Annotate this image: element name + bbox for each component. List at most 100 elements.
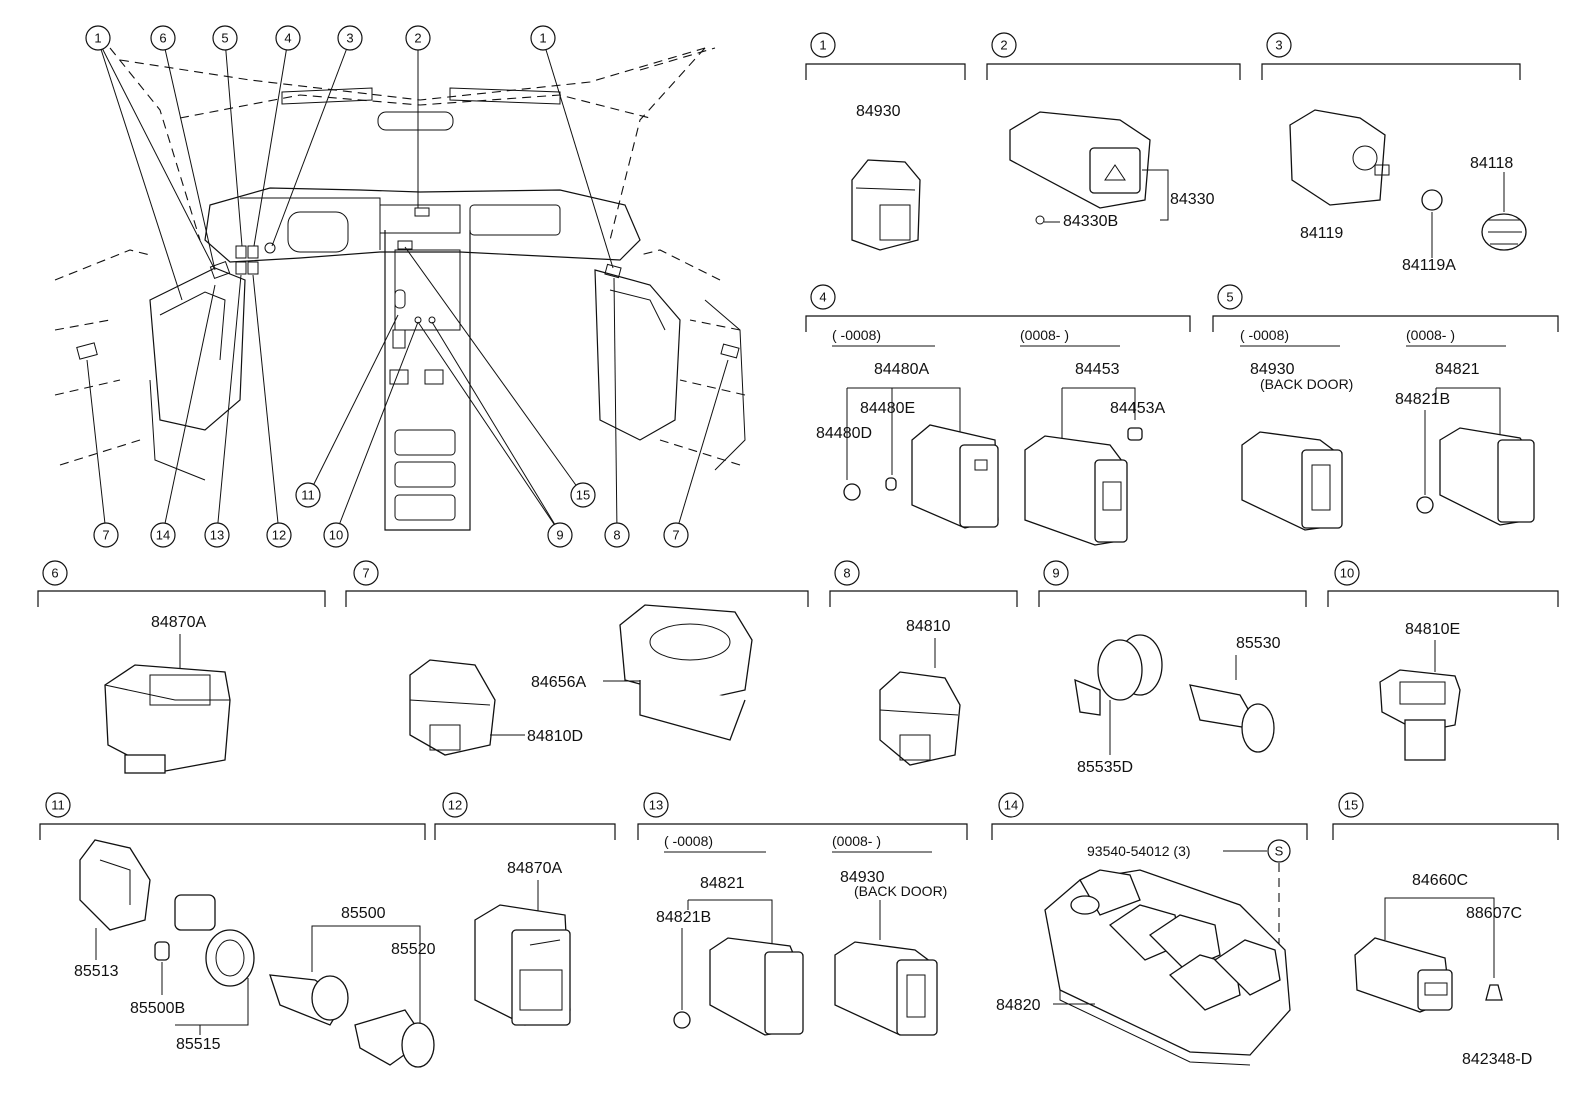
callout-label-c7b: 7 [672, 528, 679, 543]
section-1-bracket [805, 63, 966, 80]
callout-label-c15a: 15 [576, 488, 590, 503]
section-2-num: 2 [1000, 38, 1007, 53]
part-84821-s13: 84821 [700, 875, 745, 892]
section-1-circle [810, 32, 836, 58]
part-84660C: 84660C [1412, 872, 1468, 889]
section-5-num: 5 [1226, 290, 1233, 305]
section-7-num: 7 [362, 566, 369, 581]
part-84810D: 84810D [527, 728, 583, 745]
section-8-num: 8 [843, 566, 850, 581]
part-85513: 85513 [74, 963, 119, 980]
part-84453: 84453 [1075, 361, 1120, 378]
callout-circle-c13a [204, 522, 230, 548]
part-84453A: 84453A [1110, 400, 1165, 417]
callout-circle-c15a [570, 482, 596, 508]
callout-circle-c6a [150, 25, 176, 51]
section-10: 10 84810E [1327, 560, 1559, 761]
callout-label-c1a: 1 [94, 31, 101, 46]
callout-label-c3a: 3 [346, 31, 353, 46]
section-9: 9 85535D 85530 [1038, 560, 1307, 776]
section-14-num: 14 [1004, 798, 1018, 813]
callout-label-c12a: 12 [272, 528, 286, 543]
callout-circle-c8a [604, 522, 630, 548]
callout-circle-c2a [405, 25, 431, 51]
interior-overview [54, 39, 746, 534]
screw-symbol-label: S [1275, 844, 1284, 859]
section-10-num: 10 [1340, 566, 1354, 581]
callout-label-c9a: 9 [556, 528, 563, 543]
section-9-num: 9 [1052, 566, 1059, 581]
part-85530: 85530 [1236, 635, 1281, 652]
callout-label-c10a: 10 [329, 528, 343, 543]
switch-84821-s13-illustration [709, 937, 804, 1036]
mirror-switch-84870A-s12-illustration [474, 904, 571, 1026]
switch-84810-illustration [879, 671, 961, 766]
section-15-num: 15 [1344, 798, 1358, 813]
callout-label-c1b: 1 [539, 31, 546, 46]
switch-84810E-illustration [1379, 669, 1461, 761]
switch-84930-illustration [851, 159, 921, 251]
lighter-85500-illustration [269, 974, 435, 1068]
part-84480D: 84480D [816, 425, 872, 442]
section-11: 11 85513 85500B 85515 85500 85520 [39, 792, 436, 1068]
diagram-code: 842348-D [1462, 1051, 1532, 1068]
part-85520: 85520 [391, 941, 436, 958]
callout-label-c14a: 14 [156, 528, 170, 543]
callout-circle-c4a [275, 25, 301, 51]
callout-label-c13a: 13 [210, 528, 224, 543]
switch-84656A-illustration [619, 604, 753, 741]
callout-circle-c7b [663, 522, 689, 548]
callout-label-c5a: 5 [221, 31, 228, 46]
callout-label-c6a: 6 [159, 31, 166, 46]
part-85515: 85515 [176, 1036, 221, 1053]
section-13-date-left: ( -0008) [664, 833, 713, 849]
section-3-num: 3 [1275, 38, 1282, 53]
section-5: 5 ( -0008) (0008- ) 84930 (BACK DOOR) 84… [1212, 284, 1559, 531]
bulb-85500B [154, 941, 170, 961]
callout-circle-c7a [93, 522, 119, 548]
section-5-date-left: ( -0008) [1240, 327, 1289, 343]
part-84870A-s6: 84870A [151, 614, 206, 631]
section-13-date-right: (0008- ) [832, 833, 881, 849]
part-93540-54012: 93540-54012 (3) [1087, 843, 1191, 859]
switch-84119-illustration [1289, 109, 1390, 206]
callout-circle-c9a [547, 522, 573, 548]
socket-85530-illustration [1189, 684, 1275, 753]
part-84930-s5: 84930 [1250, 361, 1295, 378]
part-85500: 85500 [341, 905, 386, 922]
section-7: 7 84810D 84656A [345, 560, 809, 756]
switch-84453-illustration [1024, 435, 1128, 546]
callout-label-c4a: 4 [284, 31, 291, 46]
section-12: 12 84870A [434, 792, 616, 1026]
master-switch-84820-illustration [1044, 869, 1291, 1066]
part-84930-s13: 84930 [840, 869, 885, 886]
callout-circle-c10a [323, 522, 349, 548]
section-13-num: 13 [649, 798, 663, 813]
cup-85535D-illustration [1074, 634, 1163, 716]
section-15: 15 84660C 88607C [1332, 792, 1559, 1013]
part-88607C: 88607C [1466, 905, 1522, 922]
callout-circle-c14a [150, 522, 176, 548]
part-84810E: 84810E [1405, 621, 1460, 638]
part-84119: 84119 [1300, 225, 1343, 242]
part-84821B-s5: 84821B [1395, 391, 1450, 408]
section-5-date-right: (0008- ) [1406, 327, 1455, 343]
switch-84330-illustration [1009, 111, 1151, 209]
section-1-num: 1 [819, 38, 826, 53]
part-84821B-s13: 84821B [656, 909, 711, 926]
section-12-num: 12 [448, 798, 462, 813]
callout-circle-c12a [266, 522, 292, 548]
switch-84821-illustration [1439, 427, 1535, 526]
part-84480E: 84480E [860, 400, 915, 417]
callout-circle-c1a [85, 25, 111, 51]
section-4: 4 ( -0008) (0008- ) 84480A 84480E 84480D… [805, 284, 1191, 546]
part-84930: 84930 [856, 103, 901, 120]
callout-circle-c1b [530, 25, 556, 51]
callout-circle-c11a [295, 482, 321, 508]
switch-84660C-illustration [1354, 937, 1453, 1013]
part-84119A: 84119A [1402, 257, 1456, 274]
callout-label-c7a: 7 [102, 528, 109, 543]
switch-84480A-illustration [911, 424, 999, 529]
switch-84930-s13-illustration [834, 941, 938, 1036]
